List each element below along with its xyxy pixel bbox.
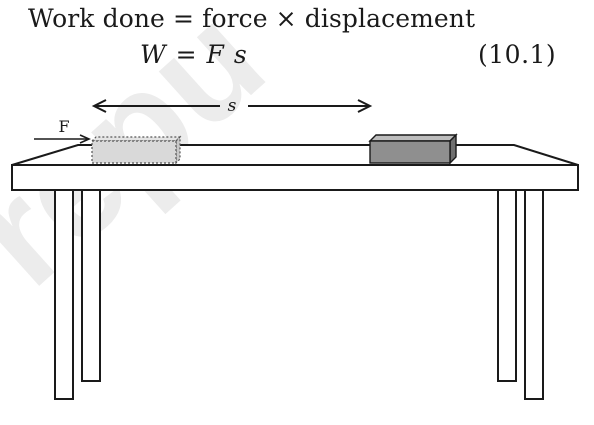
force-label: F bbox=[58, 117, 69, 136]
equation-number: (10.1) bbox=[478, 40, 557, 69]
table-legs bbox=[54, 189, 544, 400]
displacement-label: s bbox=[228, 96, 237, 116]
equation-line-words: Work done = force × displacement bbox=[28, 4, 476, 33]
equation-line-symbols: W = F s bbox=[140, 40, 248, 69]
block-final-position bbox=[368, 133, 458, 165]
block-initial-position bbox=[90, 135, 182, 165]
force-arrow bbox=[34, 134, 91, 144]
displacement-arrow bbox=[91, 99, 373, 113]
